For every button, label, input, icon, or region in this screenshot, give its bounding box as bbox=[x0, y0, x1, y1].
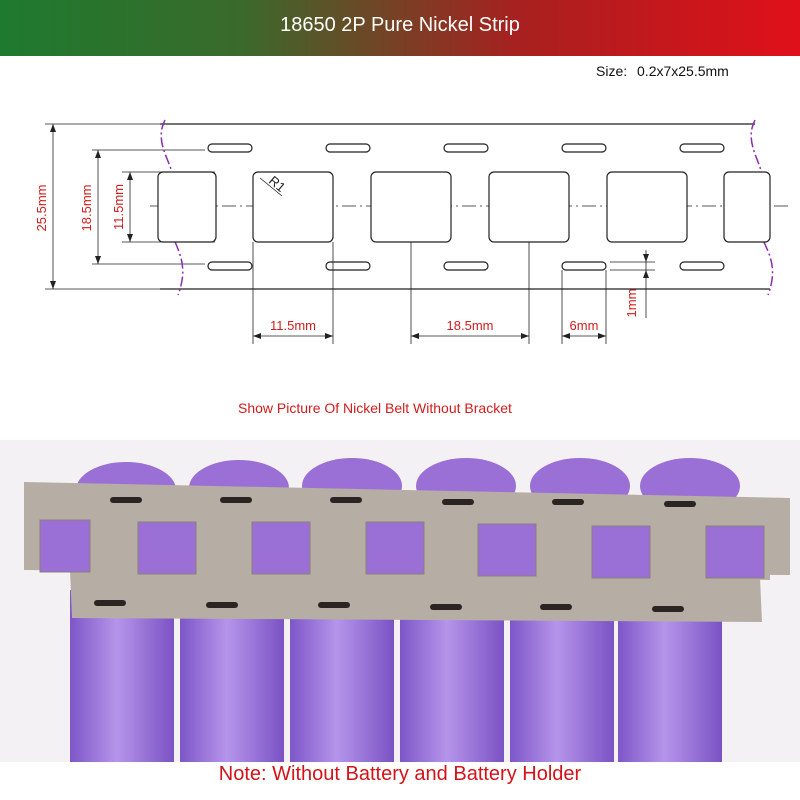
slot-bottom-0 bbox=[207, 261, 253, 271]
slot-top-2 bbox=[443, 143, 489, 153]
dim-slot-length: 6mm bbox=[570, 318, 599, 333]
slot-bottom-3 bbox=[561, 261, 607, 271]
window-1 bbox=[252, 171, 334, 243]
dim-pitch: 18.5mm bbox=[447, 318, 494, 333]
page-title: 18650 2P Pure Nickel Strip bbox=[280, 14, 520, 36]
dim-total-width: 25.5mm bbox=[34, 185, 49, 232]
window-2 bbox=[370, 171, 452, 243]
slot-top-1 bbox=[325, 143, 371, 153]
slot-top-4 bbox=[679, 143, 725, 153]
window-4 bbox=[606, 171, 688, 243]
battery-0 bbox=[70, 590, 174, 762]
nickel-strip-drawing: R1 25.5mm 18.5mm 11.5mm 11.5mm 18.5mm 6m… bbox=[34, 119, 790, 344]
window-3 bbox=[488, 171, 570, 243]
dim-slot-width: 1mm bbox=[624, 289, 639, 318]
dim-window-height: 11.5mm bbox=[111, 184, 126, 230]
slot-bottom-2 bbox=[443, 261, 489, 271]
slot-top-3 bbox=[561, 143, 607, 153]
photo-caption: Show Picture Of Nickel Belt Without Brac… bbox=[238, 400, 512, 416]
break-line-right bbox=[750, 119, 774, 296]
size-label: Size: bbox=[596, 63, 628, 79]
title-banner: 18650 2P Pure Nickel Strip bbox=[0, 0, 800, 56]
size-spec: Size: 0.2x7x25.5mm bbox=[596, 63, 735, 79]
window-0 bbox=[157, 171, 217, 243]
break-line-left bbox=[160, 119, 184, 296]
slot-bottom-4 bbox=[679, 261, 725, 271]
note-text: Note: Without Battery and Battery Holder bbox=[218, 763, 582, 785]
slot-top-0 bbox=[207, 143, 253, 153]
battery-photo bbox=[0, 440, 800, 762]
window-5 bbox=[723, 171, 771, 243]
dim-hole-pitch-height: 18.5mm bbox=[79, 185, 94, 232]
size-value: 0.2x7x25.5mm bbox=[637, 63, 729, 79]
slot-bottom-1 bbox=[325, 261, 371, 271]
dim-window-width: 11.5mm bbox=[270, 318, 316, 333]
